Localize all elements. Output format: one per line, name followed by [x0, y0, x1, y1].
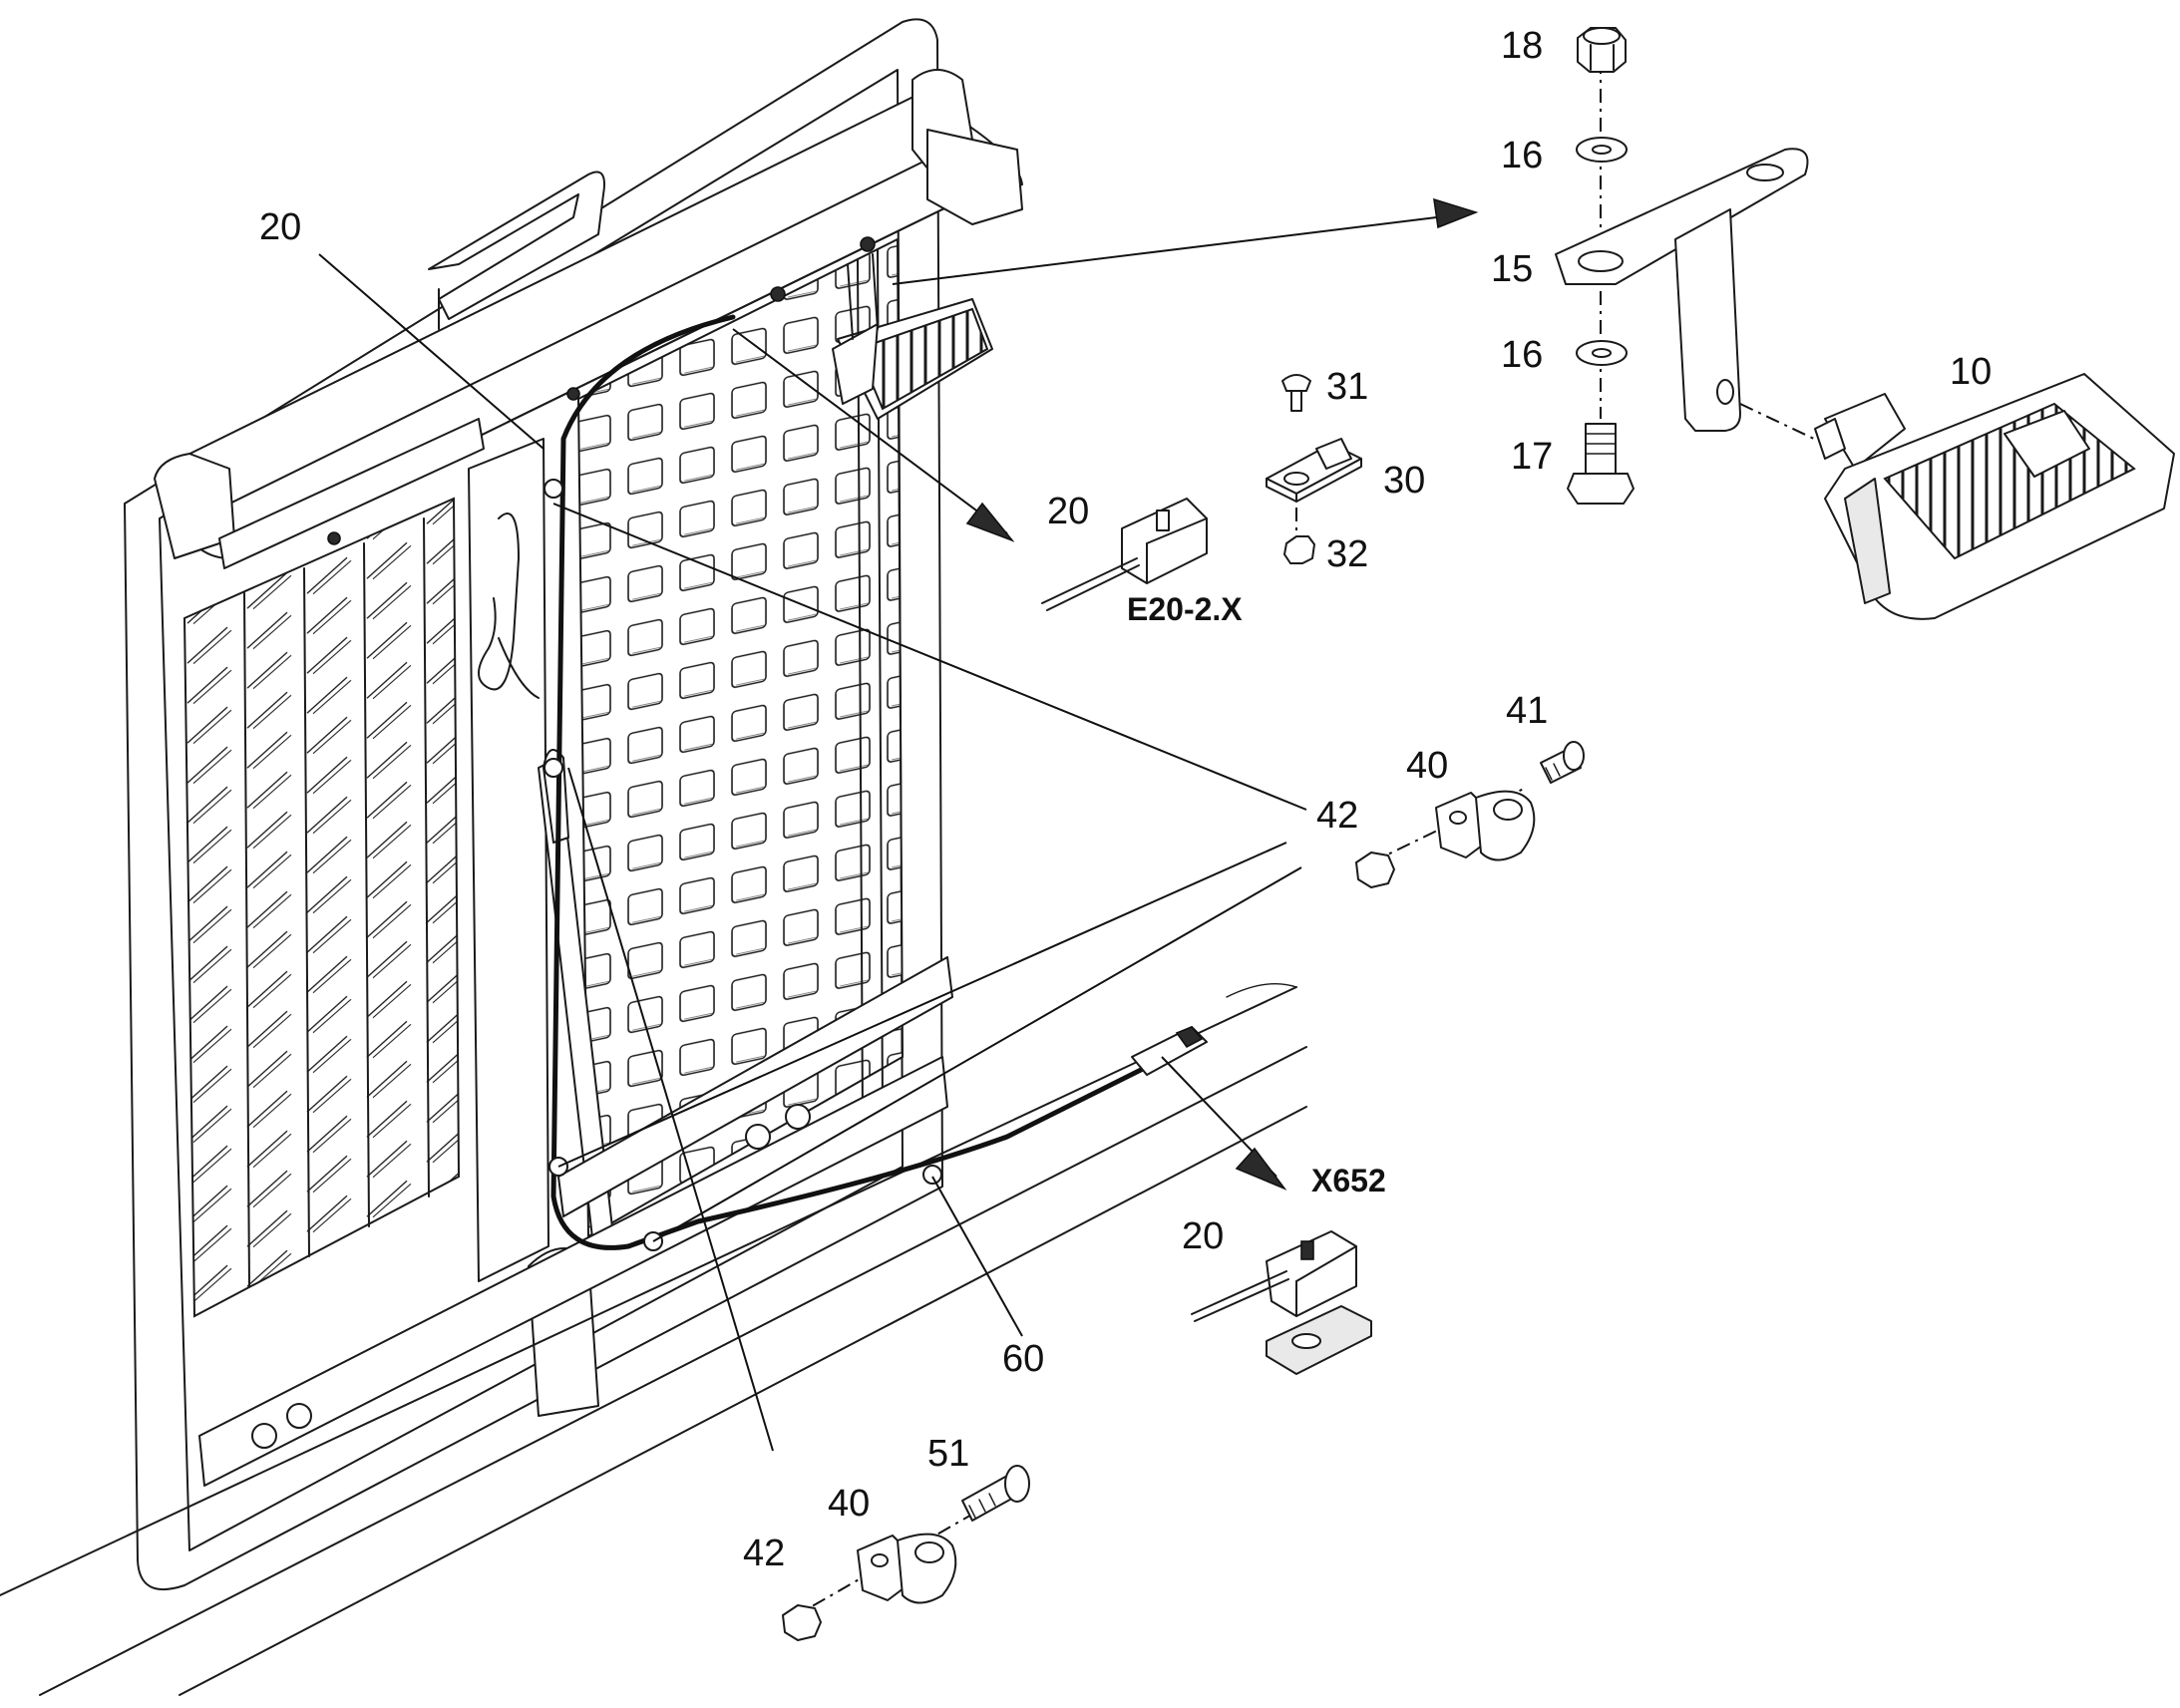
- callout-10: 10: [1950, 351, 1992, 393]
- left-louver-panel: [182, 497, 461, 1318]
- right-slot-panel: [576, 237, 905, 1238]
- callout-41: 41: [1506, 690, 1548, 732]
- connector-ref-lower: X652: [1311, 1163, 1386, 1198]
- callout-42-upper: 42: [1316, 795, 1358, 837]
- top-handle: [428, 171, 605, 320]
- latch-hook: [478, 512, 520, 691]
- connector-ref-upper: E20-2.X: [1127, 591, 1243, 627]
- callout-17: 17: [1511, 436, 1553, 478]
- part-31-screw: [1281, 374, 1311, 412]
- callout-30: 30: [1383, 460, 1425, 502]
- part-42-nut-upper: [1355, 852, 1395, 888]
- part-18-nut: [1577, 27, 1627, 73]
- callout-40-lower: 40: [828, 1483, 870, 1525]
- part-41-screw: [1540, 741, 1585, 784]
- callout-31: 31: [1326, 366, 1368, 408]
- latch-column: [468, 438, 549, 1282]
- part-30-clip: [1266, 438, 1362, 503]
- tailgate-inner-frame: [159, 69, 904, 1551]
- callout-20-upper-connector: 20: [1047, 491, 1089, 532]
- part-42-nut-lower: [782, 1604, 822, 1641]
- callout-32: 32: [1326, 533, 1368, 575]
- callout-20-lower-connector: 20: [1182, 1215, 1224, 1257]
- part-17-bolt: [1567, 423, 1635, 505]
- callout-60: 60: [1002, 1338, 1044, 1380]
- callout-18: 18: [1501, 25, 1543, 67]
- hinge-bracket-top-right: [926, 129, 1023, 225]
- part-32-nut: [1283, 535, 1315, 564]
- mounted-work-light: [832, 253, 993, 420]
- part-51-screw: [961, 1465, 1030, 1522]
- part-15-bracket: [1555, 148, 1809, 432]
- wiring-harness: [544, 314, 1208, 1251]
- bottom-rail: [198, 1056, 948, 1487]
- part-10-work-light: [1814, 373, 2175, 620]
- callout-20-top: 20: [259, 206, 301, 248]
- part-40-clamp-lower: [857, 1533, 957, 1604]
- callout-42-lower: 42: [743, 1533, 785, 1574]
- callout-40-upper: 40: [1406, 745, 1448, 787]
- part-20-connector-lower: [1191, 1230, 1372, 1375]
- callout-15: 15: [1491, 248, 1533, 290]
- corner-bracket-left: [154, 453, 235, 559]
- callout-51: 51: [927, 1433, 969, 1475]
- callout-16-upper: 16: [1501, 135, 1543, 176]
- part-20-connector-upper: [1041, 498, 1208, 611]
- part-40-clamp-upper: [1435, 790, 1536, 861]
- floor-edge: [0, 986, 1297, 1596]
- tailgate-assembly: [0, 18, 1307, 1696]
- callout-16-lower: 16: [1501, 334, 1543, 376]
